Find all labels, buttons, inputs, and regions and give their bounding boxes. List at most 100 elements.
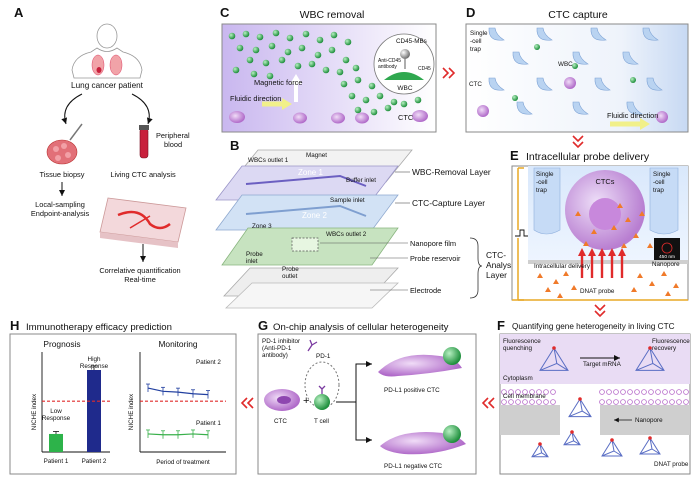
wbc-cell: [328, 46, 336, 54]
single-cell-trap: [622, 51, 639, 65]
low-response-1: Low: [50, 408, 62, 415]
wbc-cell: [384, 104, 392, 112]
lipid-head: [669, 389, 675, 395]
bar-patient-1: [49, 433, 63, 452]
wbc-cell: [390, 98, 398, 106]
arrow-to-positive: [336, 361, 372, 403]
wbc-cell: [342, 56, 350, 64]
lipid-head: [662, 389, 668, 395]
lipid-head: [641, 399, 647, 405]
x-label-patient1: Patient 1: [44, 458, 69, 465]
panel-g: G On-chip analysis of cellular heterogen…: [257, 318, 477, 475]
lipid-head: [543, 389, 549, 395]
panel-label-b: B: [230, 138, 239, 153]
dnat-probe: [621, 243, 627, 248]
fluorophore-dot: [610, 438, 614, 442]
monitoring-lines: [140, 383, 226, 439]
negative-label: PD-L1 negative CTC: [384, 463, 443, 470]
pd1-label: PD-1: [316, 353, 331, 360]
chevrons-e-to-f: [594, 304, 606, 318]
panel-label-d: D: [466, 5, 475, 20]
lipid-head: [599, 389, 605, 395]
patient-label: Lung cancer patient: [71, 81, 144, 90]
wbc-cell: [344, 38, 352, 46]
wbc-cell: [246, 56, 254, 64]
lipid-head: [648, 389, 654, 395]
wbc-cell: [272, 29, 280, 37]
single-cell-trap: [536, 27, 553, 41]
panel-label-h: H: [10, 318, 19, 333]
panel-label-a: A: [14, 5, 24, 20]
x-label-patient2: Patient 2: [82, 458, 107, 465]
lipid-head: [648, 399, 654, 405]
fluidic-label-d: Fluidic direction: [607, 111, 658, 120]
tissue-label: Tissue biopsy: [40, 170, 85, 179]
lipid-head: [676, 399, 682, 405]
blood-label-line1: Peripheral: [156, 131, 190, 140]
fluorophore-dot: [648, 346, 652, 350]
patient-torso-illustration: [71, 23, 143, 79]
ctc-nucleus: [589, 198, 621, 230]
panel-label-g: G: [258, 318, 268, 333]
dnat-probe: [583, 241, 589, 246]
panel-e: E Intracellular probe delivery Single -c…: [510, 148, 689, 301]
efficacy-frame: [9, 333, 237, 475]
cd45-label: CD45: [418, 66, 431, 72]
zone1-label: Zone 1: [298, 168, 323, 177]
delivery-arrowhead: [618, 248, 626, 256]
dnat-probe: [665, 291, 671, 296]
dnat-tetrahedron: [635, 347, 665, 371]
wbc-cell: [316, 36, 324, 44]
series-label-patient1: Patient 1: [196, 420, 221, 427]
correlative-label: Correlative quantification: [99, 266, 180, 275]
tissue-biopsy-icon: [46, 123, 83, 165]
delivery-arrowhead: [578, 248, 586, 256]
mbs-label: CD45-MBs: [396, 38, 427, 45]
lipid-head: [613, 399, 619, 405]
lipid-head: [501, 399, 507, 405]
lipid-head: [550, 399, 556, 405]
ctc-label-d: CTC: [469, 81, 482, 88]
prognosis-ylabel: NICHE index: [31, 393, 38, 430]
probe-reservoir-label: Probe reservoir: [410, 254, 461, 263]
wbc-cell: [348, 92, 356, 100]
inhibitor-label-1: PD-1 inhibitor: [262, 338, 300, 345]
wbc-cell: [322, 66, 330, 74]
base-layer: [225, 282, 399, 309]
trap-left-2: -cell: [536, 179, 548, 186]
single-cell-trap: [590, 27, 607, 41]
nanopore-label-e: Nanopore: [652, 261, 680, 268]
lipid-head: [508, 399, 514, 405]
wbc-cell: [370, 108, 378, 116]
monitoring-title: Monitoring: [158, 339, 197, 349]
single-cell-trap: [516, 101, 533, 115]
magnet-label: Magnet: [306, 152, 327, 159]
t-cell: [314, 394, 330, 410]
lipid-head: [676, 389, 682, 395]
dnat-probe: [545, 287, 551, 292]
fluidic-arrow-d: [610, 118, 650, 130]
lipid-head: [669, 399, 675, 405]
delivery-arrowhead: [588, 248, 596, 256]
plus-sign: +: [303, 395, 309, 407]
zone3-label: Zone 3: [252, 223, 272, 230]
wbc-cells-group: [228, 29, 422, 116]
lipid-head: [522, 389, 528, 395]
antibody-icon: [307, 339, 318, 352]
lipid-head: [515, 389, 521, 395]
wbc-label: WBC: [558, 61, 573, 68]
ctc-cell: [355, 112, 369, 124]
target-mrna-label: Target mRNA: [583, 361, 622, 368]
lipid-head: [613, 389, 619, 395]
panel-f-title: Quantifying gene heterogeneity in living…: [512, 322, 675, 331]
dnat-probe: [649, 281, 655, 286]
single-cell-traps: [488, 27, 663, 115]
wbc-cell: [294, 62, 302, 70]
inhibitor-label-2: (Anti-PD-1: [262, 345, 292, 352]
dnat-probe: [631, 287, 637, 292]
ctc-analysis-label: Living CTC analysis: [110, 170, 176, 179]
wbc-cell: [232, 66, 240, 74]
lipid-head: [543, 399, 549, 405]
wbc-cell: [354, 76, 362, 84]
single-cell-trap: [572, 51, 589, 65]
